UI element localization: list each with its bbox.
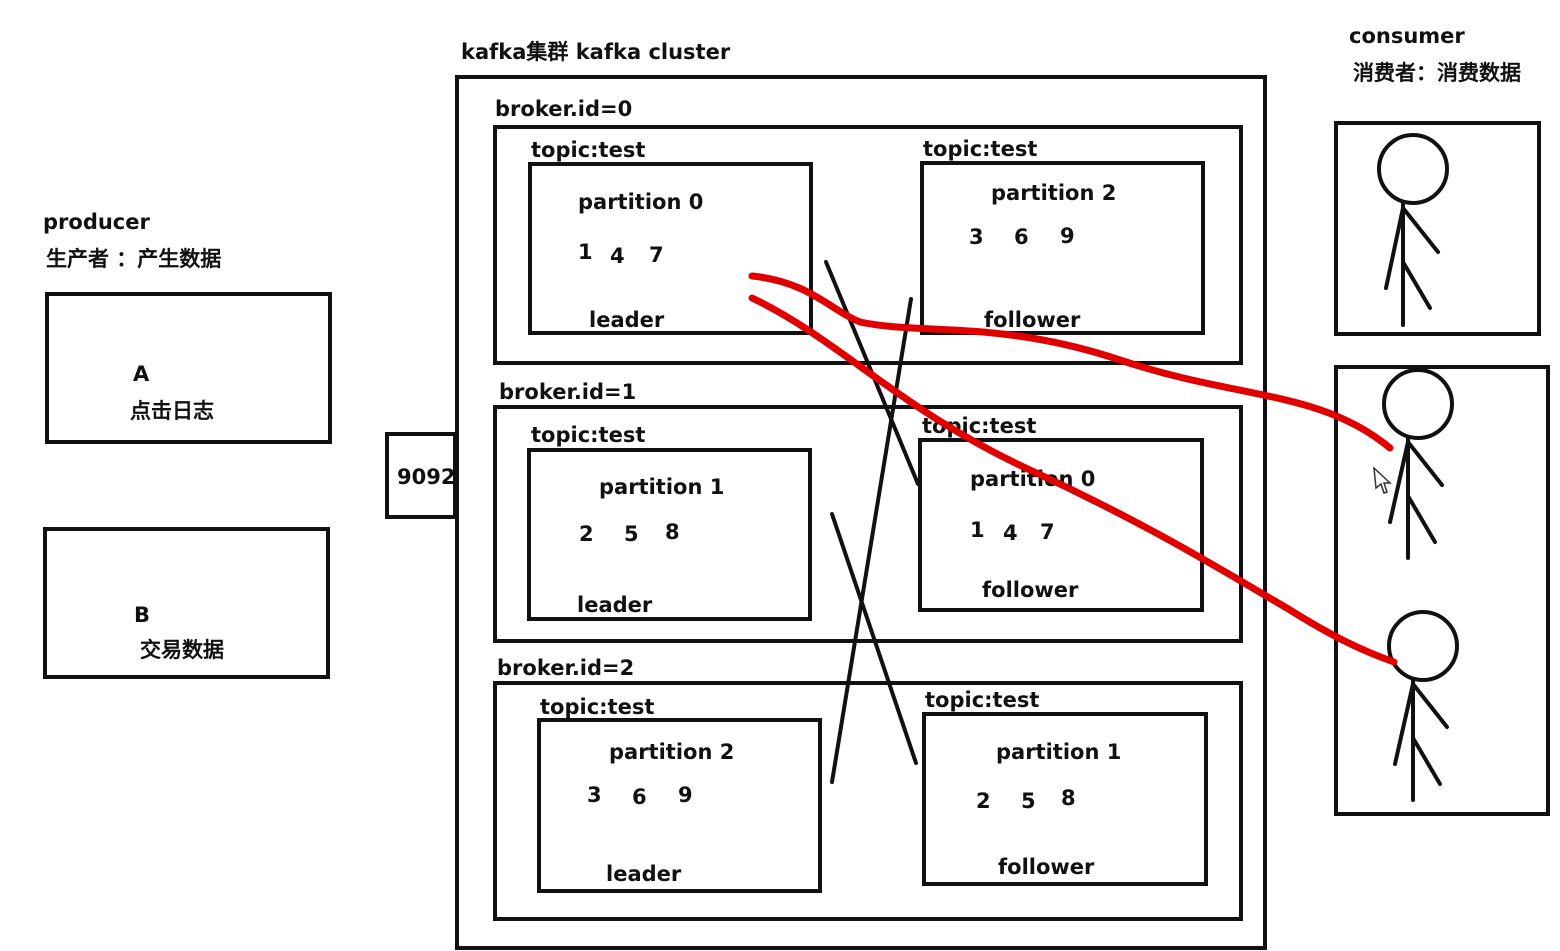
partition-number: 1 <box>970 518 985 542</box>
consumer-box-1 <box>1334 121 1541 336</box>
partition-number: 5 <box>1021 789 1036 813</box>
partition-number: 9 <box>1060 224 1075 248</box>
cluster-title: kafka集群 kafka cluster <box>461 40 731 64</box>
topic-label: topic:test <box>925 688 1040 712</box>
port-label: 9092 <box>397 465 456 489</box>
partition-number: 8 <box>1061 786 1076 810</box>
consumer-figure <box>1382 368 1454 560</box>
partition-number: 3 <box>587 783 602 807</box>
producer-b-desc: 交易数据 <box>140 638 224 662</box>
producer-a-box: A 点击日志 <box>45 292 332 444</box>
partition-number: 7 <box>1040 520 1055 544</box>
role-label: follower <box>982 578 1079 602</box>
broker-2-box <box>493 681 1243 921</box>
partition-number: 4 <box>1003 521 1018 545</box>
broker-2-label: broker.id=2 <box>497 656 635 680</box>
partition-label: partition 2 <box>991 181 1117 205</box>
consumption-path <box>748 272 1394 452</box>
partition-number: 2 <box>976 789 991 813</box>
consumer-title: consumer <box>1349 24 1465 48</box>
cursor-icon <box>1373 466 1392 494</box>
partition-number: 8 <box>665 520 680 544</box>
broker-1-box <box>493 405 1243 643</box>
partition-number: 1 <box>578 240 593 264</box>
consumption-path <box>748 294 1398 666</box>
partition-box: partition 1 2 5 8 follower <box>922 712 1208 886</box>
partition-box: partition 0 1 4 7 leader <box>528 162 813 335</box>
replication-lines <box>824 260 920 784</box>
partition-label: partition 1 <box>599 475 725 499</box>
kafka-cluster-box <box>455 75 1267 950</box>
replication-line <box>830 512 918 765</box>
consumption-paths <box>748 272 1398 666</box>
role-label: follower <box>984 308 1081 332</box>
producer-a-desc: 点击日志 <box>130 399 214 423</box>
producer-subtitle: 生产者 ：产生数据 <box>46 247 222 271</box>
broker-1-label: broker.id=1 <box>499 380 637 404</box>
topic-label: topic:test <box>531 138 646 162</box>
producer-b-box: B 交易数据 <box>43 527 330 679</box>
partition-box: partition 2 3 6 9 leader <box>537 718 822 893</box>
partition-number: 7 <box>649 243 664 267</box>
role-label: leader <box>589 308 665 332</box>
partition-number: 2 <box>579 522 594 546</box>
partition-number: 9 <box>678 783 693 807</box>
consumer-figure <box>1377 133 1449 327</box>
producer-b-label: B <box>134 603 151 627</box>
topic-label: topic:test <box>531 423 646 447</box>
replication-line <box>830 297 913 784</box>
partition-number: 6 <box>632 785 647 809</box>
topic-label: topic:test <box>540 695 655 719</box>
partition-box: partition 2 3 6 9 follower <box>920 161 1205 335</box>
producer-a-label: A <box>133 362 150 386</box>
topic-label: topic:test <box>923 137 1038 161</box>
consumer-figure <box>1387 610 1459 802</box>
head-icon <box>1387 610 1459 682</box>
head-icon <box>1377 133 1449 205</box>
head-icon <box>1382 368 1454 440</box>
partition-number: 3 <box>969 225 984 249</box>
partition-number: 5 <box>624 522 639 546</box>
producer-title: producer <box>43 210 150 234</box>
consumer-subtitle: 消费者：消费数据 <box>1353 61 1521 85</box>
consumer-group-box <box>1334 365 1550 816</box>
role-label: leader <box>606 862 682 886</box>
partition-label: partition 2 <box>609 740 735 764</box>
role-label: follower <box>998 855 1095 879</box>
role-label: leader <box>577 593 653 617</box>
broker-0-label: broker.id=0 <box>495 97 633 121</box>
partition-box: partition 1 2 5 8 leader <box>527 448 812 621</box>
partition-label: partition 0 <box>578 190 704 214</box>
partition-number: 6 <box>1014 225 1029 249</box>
partition-number: 4 <box>610 244 625 268</box>
partition-label: partition 1 <box>996 740 1122 764</box>
